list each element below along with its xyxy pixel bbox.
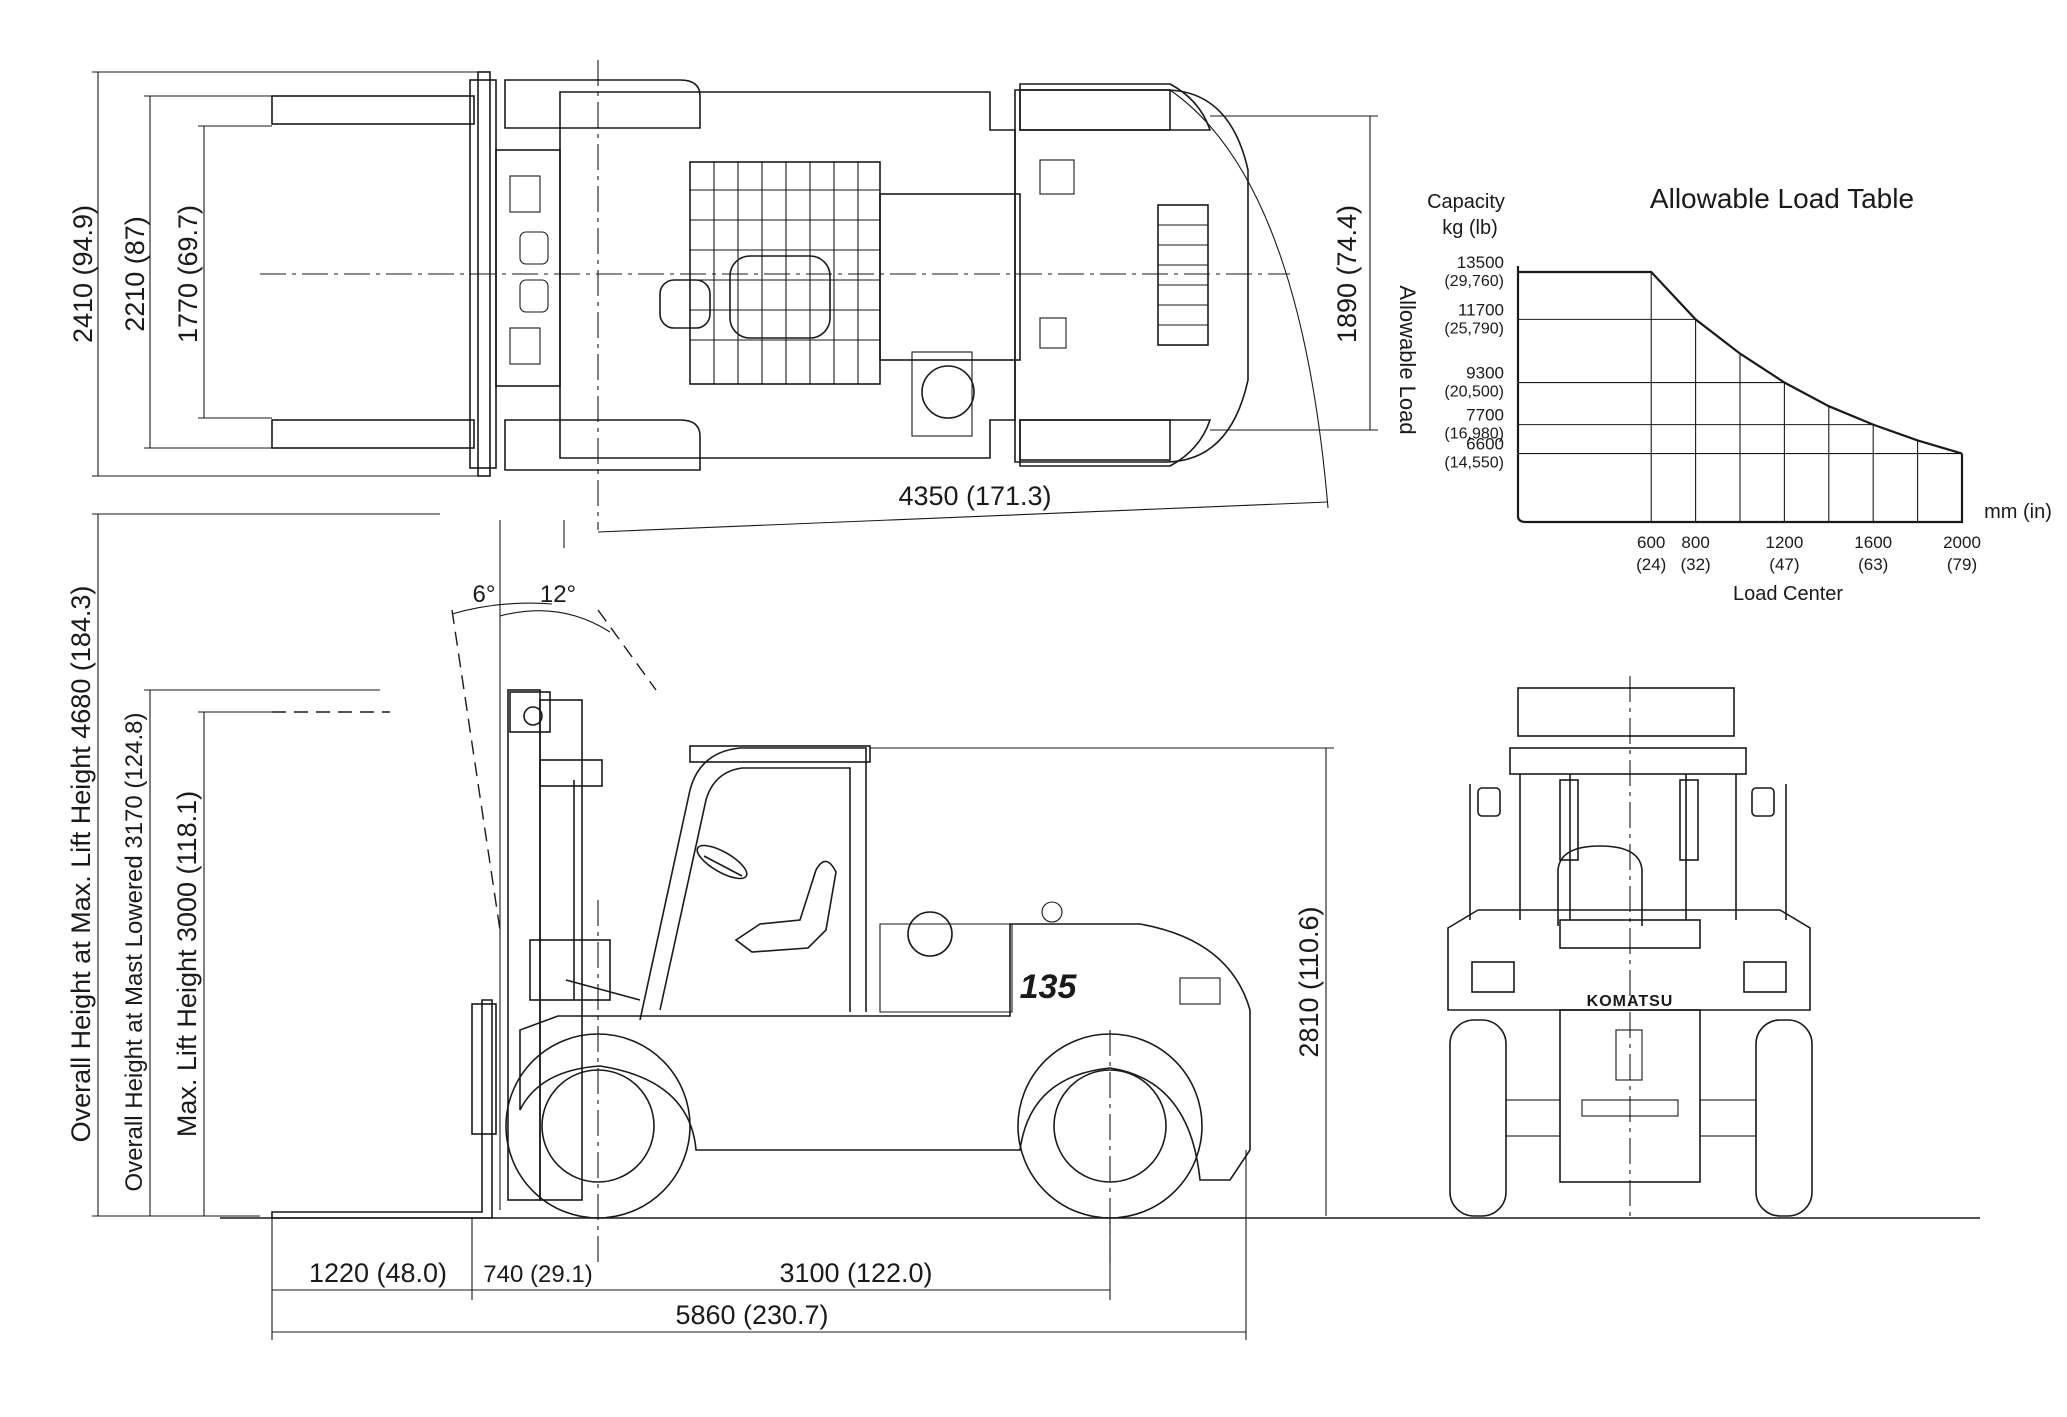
dim-turning-radius: 4350 (171.3) (898, 481, 1051, 511)
dim-tread-width: 2210 (87) (120, 216, 150, 332)
top-view-rear-tire-left (1019, 83, 1212, 131)
side-view-fork (271, 999, 493, 1219)
top-view-body (559, 91, 1016, 459)
side-view-seat (734, 860, 837, 953)
side-view-carriage (471, 1003, 497, 1135)
dim-overall-length: 5860 (230.7) (675, 1300, 828, 1330)
rear-view-taillight-left (1471, 961, 1515, 993)
load-chart-capacity-unit: kg (lb) (1442, 217, 1498, 239)
load-chart-ytick-sublabel: (25,790) (1444, 320, 1504, 337)
load-chart-ytick-label: 9300 (1466, 364, 1504, 383)
dim-rear-width: 1890 (74.4) (1332, 205, 1362, 343)
load-chart-xlabel: Load Center (1733, 583, 1843, 605)
top-view: 2410 (94.9) 2210 (87) 1770 (69.7) 1890 (… (68, 60, 1378, 533)
load-chart-xunit: mm (in) (1984, 501, 2052, 523)
load-chart-ytick-label: 6600 (1466, 435, 1504, 454)
side-view-overhead-guard (639, 747, 867, 1021)
rear-view-overhead-guard (1517, 687, 1735, 737)
dim-overall-width: 2410 (94.9) (68, 205, 98, 343)
dim-max-lift-height: Max. Lift Height 3000 (118.1) (172, 791, 202, 1137)
load-chart-xtick-label: 1600 (1854, 533, 1892, 552)
dim-front-overhang: 740 (29.1) (483, 1261, 592, 1288)
load-chart-ytick-sublabel: (29,760) (1444, 273, 1504, 290)
load-chart-xtick-sublabel: (47) (1769, 555, 1799, 574)
side-view-steering-wheel (696, 844, 748, 880)
load-chart-ytick-sublabel: (20,500) (1444, 384, 1504, 401)
tilt-arc-lines (451, 609, 657, 931)
tilt-backward-angle: 12° (540, 581, 576, 608)
load-chart-title: Allowable Load Table (1650, 183, 1914, 214)
load-chart-xtick-label: 1200 (1765, 533, 1803, 552)
top-view-front-tire-left (504, 79, 701, 129)
model-badge: 135 (1020, 968, 1078, 1006)
load-chart-area (1518, 270, 1963, 455)
load-chart-xtick-label: 800 (1681, 533, 1709, 552)
tilt-forward-angle: 6° (473, 581, 496, 608)
rear-view-lamp-right (1751, 787, 1775, 817)
top-view-overhead-guard (689, 161, 881, 385)
top-view-steering-wheel (659, 279, 711, 329)
top-view-front-tire-right (504, 419, 701, 471)
load-chart-xtick-label: 2000 (1943, 533, 1981, 552)
dim-overhead-guard-height: 2810 (110.6) (1294, 906, 1324, 1057)
load-chart-grid (1518, 272, 1963, 522)
load-chart-ytick-label: 7700 (1466, 406, 1504, 425)
top-view-mast (495, 149, 561, 387)
dim-fork-spread: 1770 (69.7) (173, 205, 203, 343)
top-view-fork-right (271, 419, 475, 449)
side-view-mast-outer (507, 689, 541, 1201)
load-chart-xtick-sublabel: (32) (1680, 555, 1710, 574)
dim-height-max-lift: Overall Height at Max. Lift Height 4680 … (66, 586, 96, 1143)
top-view-fork-left (271, 95, 475, 125)
rear-view-brand: KOMATSU (1587, 993, 1674, 1010)
rear-view-lamp-left (1477, 787, 1501, 817)
top-view-counterweight (1014, 89, 1249, 463)
rear-view-tire-right (1755, 1019, 1813, 1217)
load-chart-capacity-label: Capacity (1427, 191, 1505, 213)
rear-view-counterweight (1447, 909, 1811, 1011)
top-view-seat (729, 255, 831, 339)
side-view-body (519, 923, 1251, 1181)
load-chart-xtick-sublabel: (63) (1858, 555, 1888, 574)
dim-wheelbase: 3100 (122.0) (779, 1258, 932, 1288)
load-chart-xtick-label: 600 (1637, 533, 1665, 552)
load-chart-ytick-sublabel: (16,980) (1444, 426, 1504, 443)
load-chart-xtick-sublabel: (24) (1636, 555, 1666, 574)
side-view: 6° 12° 135 (66, 513, 1980, 1340)
top-view-hood (879, 193, 1021, 361)
top-view-muffler (921, 365, 975, 419)
rear-view-seat (1557, 845, 1643, 926)
rear-view: KOMATSU (1447, 676, 1813, 1218)
load-chart-ytick-label: 13500 (1457, 253, 1504, 272)
load-chart-ylabel: Allowable Load (1395, 285, 1420, 434)
side-view-engine-cap (907, 911, 953, 957)
rear-view-taillight-right (1743, 961, 1787, 993)
load-chart-xtick-sublabel: (79) (1947, 555, 1977, 574)
top-view-rear-tire-right (1019, 419, 1212, 467)
dim-height-mast-lowered: Overall Height at Mast Lowered 3170 (124… (121, 713, 148, 1192)
turning-radius-arc (1169, 89, 1329, 509)
side-view-mast-inner (539, 699, 583, 1201)
load-chart-axes (1516, 266, 1964, 524)
load-chart-ytick-label: 11700 (1458, 300, 1504, 319)
top-view-grille (1157, 204, 1209, 346)
dim-fork-length: 1220 (48.0) (309, 1258, 447, 1288)
load-chart-ticks: 13500(29,760) 11700(25,790) 9300(20,500) 77… (1444, 253, 1981, 574)
load-chart: Allowable Load Table Capacity kg (lb) Al… (1395, 183, 2052, 605)
load-chart-ytick-sublabel: (14,550) (1444, 455, 1504, 472)
rear-view-tire-left (1449, 1019, 1507, 1217)
